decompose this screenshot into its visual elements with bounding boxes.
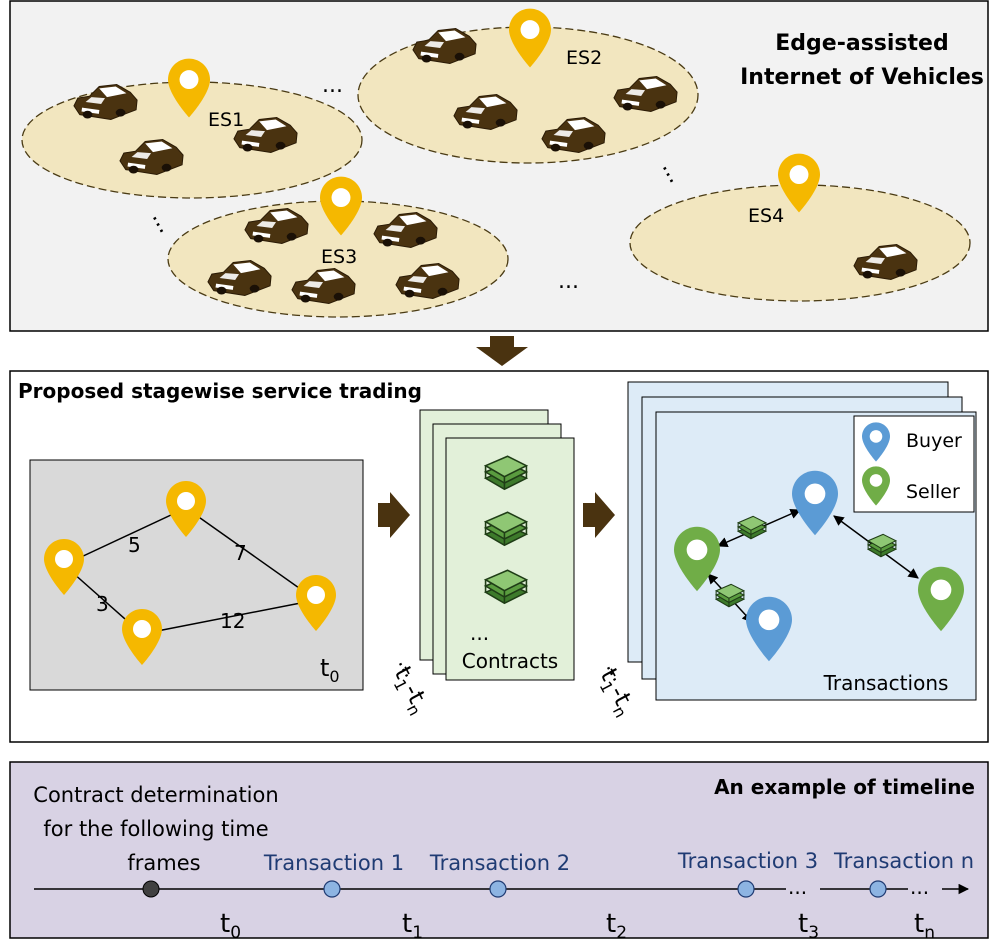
trading-panel: Proposed stagewise service trading 5 7 3… xyxy=(9,370,989,743)
timeline-ellipsis-gap xyxy=(786,880,820,898)
graph-time-label: t0 xyxy=(320,654,340,686)
transaction-label: Transaction n xyxy=(833,849,974,873)
contract-determination-point xyxy=(142,880,160,898)
edge-weight-label: 12 xyxy=(220,609,245,633)
contract-description-line3: frames xyxy=(127,851,200,875)
contract-description-line2: for the following time xyxy=(43,817,268,841)
es2-label: ES2 xyxy=(566,47,602,69)
timeline-panel: An example of timeline Contract determin… xyxy=(9,761,989,943)
timeline-ellipsis: ... xyxy=(788,875,807,899)
flow-right-arrow-icon xyxy=(378,492,410,538)
transaction-point xyxy=(869,880,887,898)
contracts-ellipsis: ... xyxy=(470,621,489,645)
time-frame-label: t2 xyxy=(606,909,627,943)
flow-right-arrow-icon xyxy=(583,492,615,538)
timeline-panel-title: An example of timeline xyxy=(714,775,975,799)
flow-down-arrow-icon xyxy=(476,336,528,366)
edge-weight-label: 3 xyxy=(96,592,109,616)
time-frame-label: t0 xyxy=(220,909,241,943)
transaction-label: Transaction 3 xyxy=(677,849,818,873)
contract-description-line1: Contract determination xyxy=(33,783,278,807)
timeline-ellipsis-gap xyxy=(908,880,942,898)
edge-weight-label: 5 xyxy=(128,533,141,557)
es3-label: ES3 xyxy=(321,246,357,268)
legend-seller-label: Seller xyxy=(906,481,960,503)
legend-buyer-label: Buyer xyxy=(906,430,962,452)
time-frame-label: t1 xyxy=(402,909,423,943)
graph-edge xyxy=(185,507,317,601)
iov-ellipsis: ... xyxy=(558,269,579,294)
transactions-label: Transactions xyxy=(823,671,949,695)
transaction-point xyxy=(737,880,755,898)
time-frame-label: tn xyxy=(914,909,935,943)
iov-panel-title-line1: Edge-assisted xyxy=(775,31,948,56)
transaction-label: Transaction 1 xyxy=(263,851,404,875)
timeline-ellipsis: ... xyxy=(910,875,929,899)
graph-edge xyxy=(63,507,187,566)
transaction-label: Transaction 2 xyxy=(429,851,570,875)
iov-panel-title-line2: Internet of Vehicles xyxy=(740,65,984,90)
transaction-point xyxy=(323,880,341,898)
es1-label: ES1 xyxy=(208,109,244,131)
timeline-panel-background xyxy=(9,761,989,939)
iov-panel: Edge-assisted Internet of Vehicles ES1 E… xyxy=(9,0,989,332)
trading-panel-title: Proposed stagewise service trading xyxy=(18,379,422,403)
contracts-label: Contracts xyxy=(462,649,558,673)
edge-weight-label: 7 xyxy=(234,541,247,565)
iov-ellipsis: ... xyxy=(322,73,343,98)
time-frame-label: t3 xyxy=(798,909,819,943)
transaction-point xyxy=(489,880,507,898)
graph-edge xyxy=(141,599,317,635)
es4-label: ES4 xyxy=(748,205,784,227)
